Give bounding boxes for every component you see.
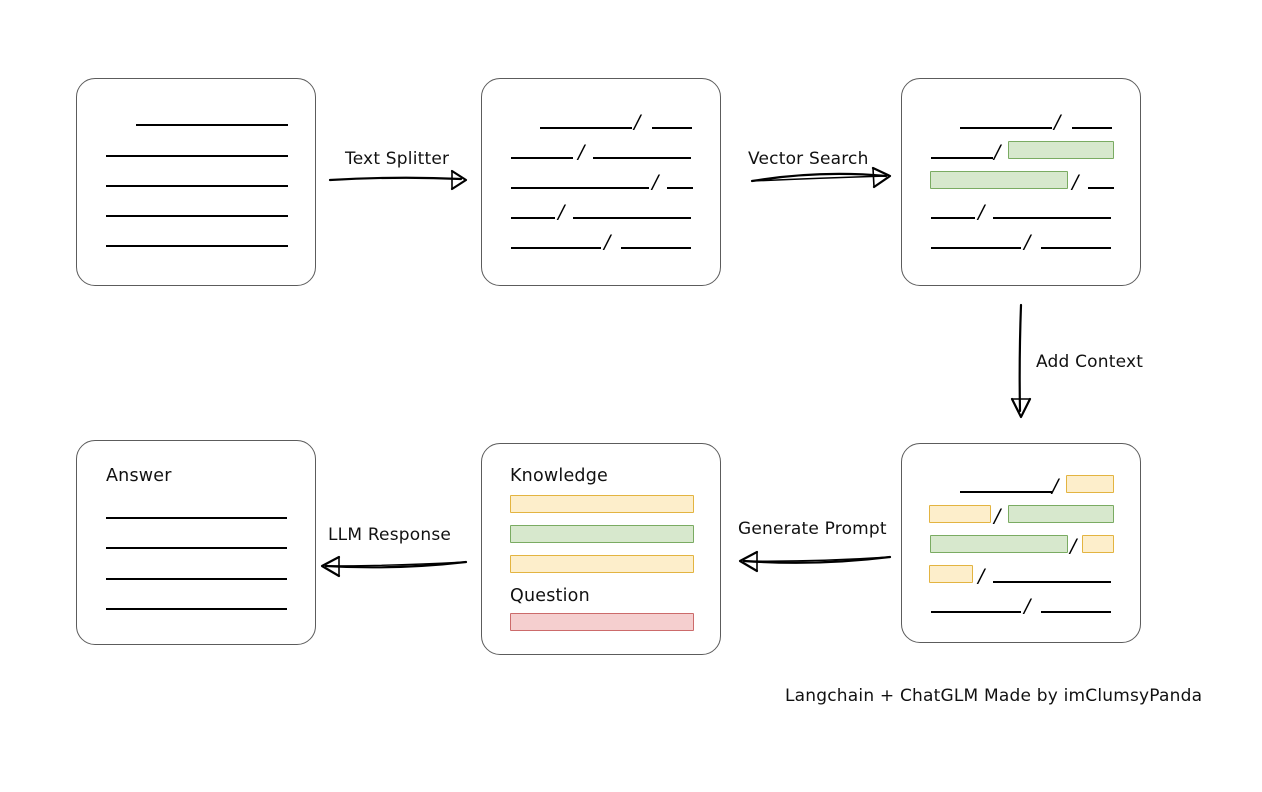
matched-slash-5: /	[1024, 231, 1031, 253]
context-line-1a	[960, 491, 1052, 493]
matched-slash-4: /	[978, 201, 985, 223]
source-line-4	[106, 215, 288, 217]
matched-chip-green-1[interactable]	[1008, 141, 1114, 159]
arrow-vector-search	[750, 166, 892, 189]
answer-line-1	[106, 517, 287, 519]
matched-line-1a	[960, 127, 1052, 129]
source-document-card[interactable]	[76, 78, 316, 286]
label-text-splitter: Text Splitter	[345, 149, 450, 169]
context-chip-yellow-4[interactable]	[929, 565, 973, 583]
split-slash-2: /	[578, 141, 585, 163]
split-line-4b	[573, 217, 691, 219]
matched-line-5b	[1041, 247, 1111, 249]
footer-credit: Langchain + ChatGLM Made by imClumsyPand…	[785, 686, 1203, 706]
split-slash-1: /	[634, 111, 641, 133]
label-llm-response: LLM Response	[328, 525, 452, 545]
split-slash-3: /	[652, 171, 659, 193]
split-line-2a	[511, 157, 573, 159]
arrow-llm-response	[320, 555, 468, 578]
arrow-text-splitter	[328, 169, 468, 191]
knowledge-heading: Knowledge	[510, 466, 608, 486]
matched-line-4b	[993, 217, 1111, 219]
prompt-chip-knowledge-2[interactable]	[510, 525, 694, 543]
matched-line-2a	[931, 157, 993, 159]
split-line-2b	[593, 157, 691, 159]
answer-card[interactable]	[76, 440, 316, 645]
prompt-chip-question[interactable]	[510, 613, 694, 631]
prompt-chip-knowledge-1[interactable]	[510, 495, 694, 513]
split-slash-5: /	[604, 231, 611, 253]
matched-chip-green-2[interactable]	[930, 171, 1068, 189]
split-line-1a	[540, 127, 632, 129]
split-chunks-card[interactable]	[481, 78, 721, 286]
context-line-5b	[1041, 611, 1111, 613]
context-slash-2: /	[994, 505, 1001, 527]
label-add-context: Add Context	[1036, 352, 1144, 372]
arrow-generate-prompt	[738, 550, 892, 573]
split-line-5a	[511, 247, 601, 249]
context-line-4b	[993, 581, 1111, 583]
label-generate-prompt: Generate Prompt	[738, 519, 887, 539]
context-chip-green-2[interactable]	[930, 535, 1068, 553]
source-line-5	[106, 245, 288, 247]
matched-line-1b	[1072, 127, 1112, 129]
context-chip-yellow-1[interactable]	[1066, 475, 1114, 493]
source-line-3	[106, 185, 288, 187]
context-slash-4: /	[978, 565, 985, 587]
answer-heading: Answer	[106, 466, 172, 486]
source-line-1	[136, 124, 288, 126]
matched-slash-1: /	[1054, 111, 1061, 133]
question-heading: Question	[510, 586, 590, 606]
context-chip-green-1[interactable]	[1008, 505, 1114, 523]
context-chip-yellow-3[interactable]	[1082, 535, 1114, 553]
prompt-chip-knowledge-3[interactable]	[510, 555, 694, 573]
context-slash-3: /	[1070, 535, 1077, 557]
split-slash-4: /	[558, 201, 565, 223]
split-line-3a	[511, 187, 649, 189]
split-line-4a	[511, 217, 555, 219]
answer-line-2	[106, 547, 287, 549]
label-vector-search: Vector Search	[748, 149, 869, 169]
source-line-2	[106, 155, 288, 157]
split-line-1b	[652, 127, 692, 129]
answer-line-4	[106, 608, 287, 610]
matched-slash-2: /	[994, 141, 1001, 163]
matched-line-3b	[1088, 187, 1114, 189]
matched-line-5a	[931, 247, 1021, 249]
context-slash-5: /	[1024, 595, 1031, 617]
split-line-5b	[621, 247, 691, 249]
matched-slash-3: /	[1072, 171, 1079, 193]
context-slash-1: /	[1052, 475, 1059, 497]
split-line-3b	[667, 187, 693, 189]
arrow-add-context	[1010, 303, 1032, 419]
context-chip-yellow-2[interactable]	[929, 505, 991, 523]
matched-line-4a	[931, 217, 975, 219]
context-line-5a	[931, 611, 1021, 613]
answer-line-3	[106, 578, 287, 580]
